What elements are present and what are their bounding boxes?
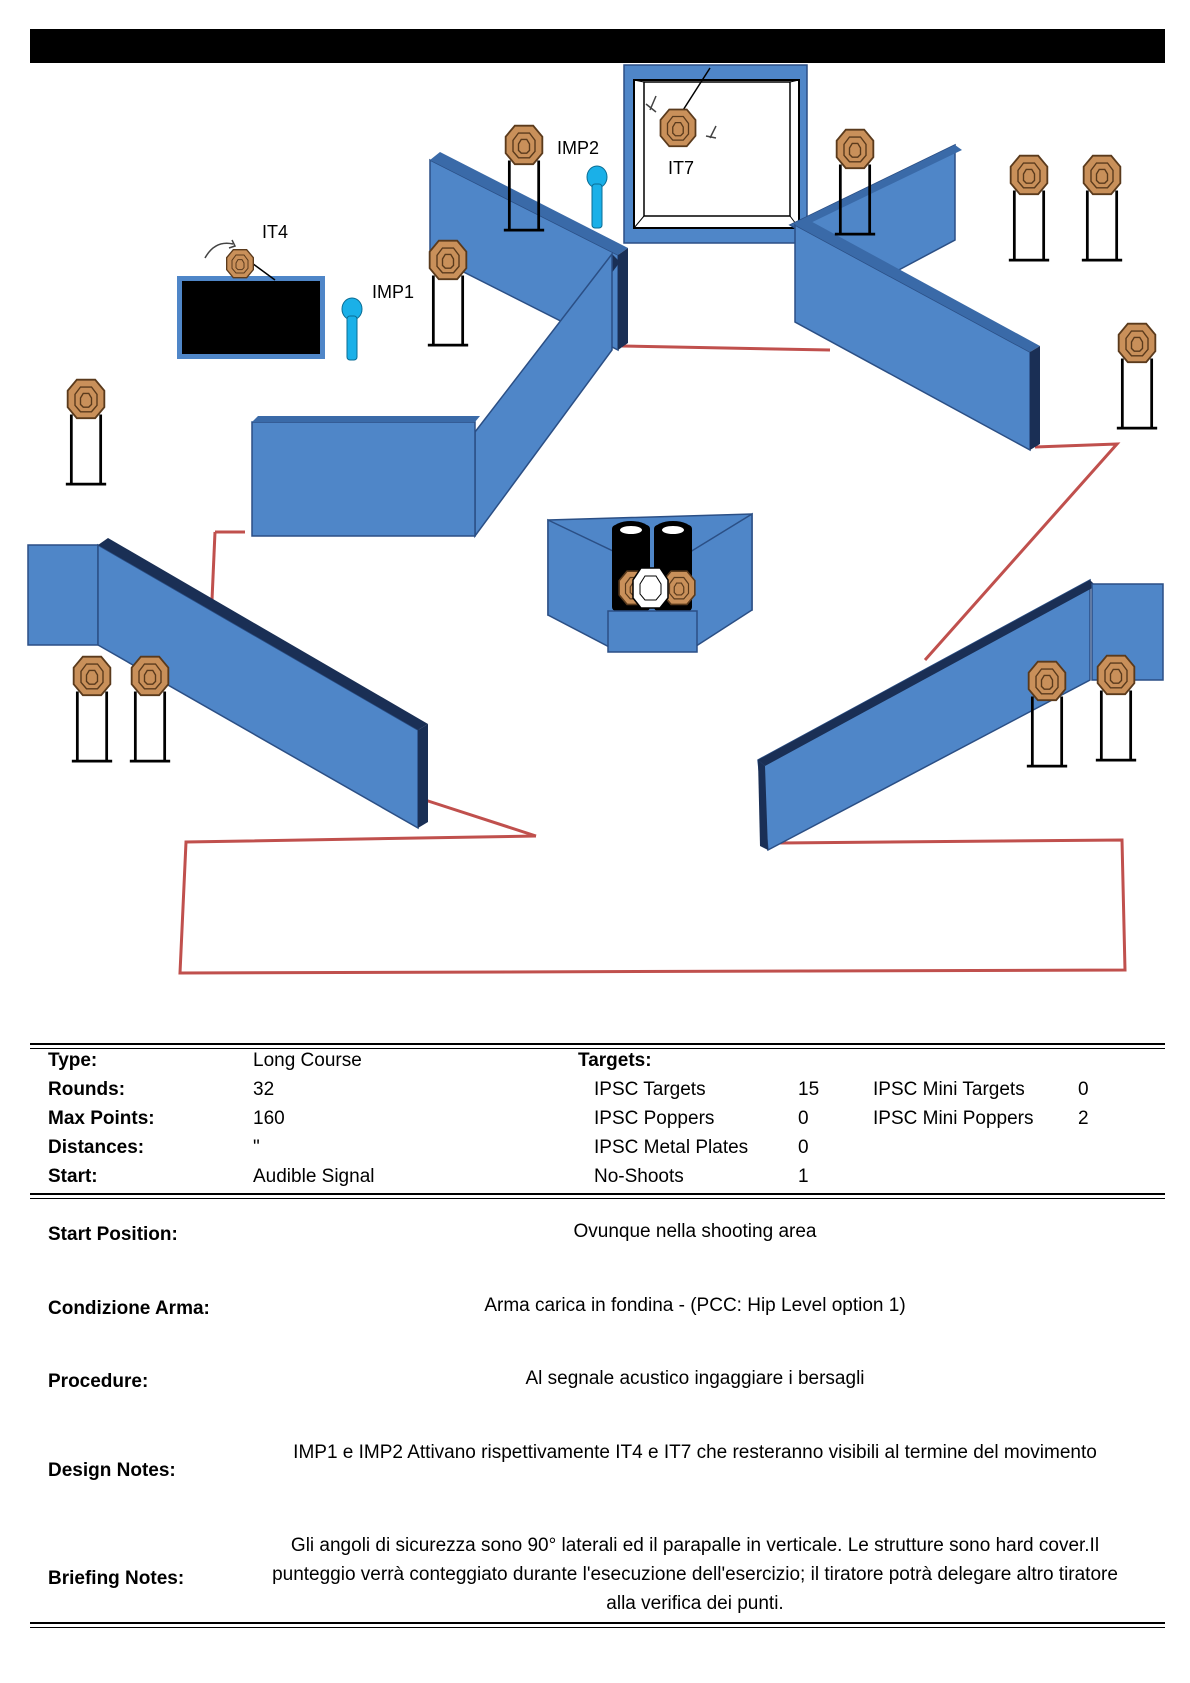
procedure-value: Al segnale acustico ingaggiare i bersagl…: [525, 1368, 865, 1389]
target-name: IPSC Targets: [594, 1079, 706, 1100]
target-stand: [1007, 154, 1051, 262]
it7-target: [659, 108, 697, 148]
target-stand: [128, 655, 172, 763]
rule-mid-1: [30, 1193, 1165, 1195]
it7-enclosure: [623, 64, 808, 244]
target-count: 1: [798, 1166, 809, 1187]
procedure-label: Procedure:: [48, 1371, 149, 1392]
rule-top-2: [30, 1048, 1165, 1049]
stage-diagram: IT4 IT7 IMP1 IMP2: [27, 64, 1164, 975]
swing-arrow-icon: [204, 239, 237, 259]
target-stand: [426, 239, 470, 347]
target-count: 0: [798, 1108, 809, 1129]
rule-top-1: [30, 1043, 1165, 1045]
design-notes-value: IMP1 e IMP2 Attivano rispettivamente IT4…: [293, 1442, 1097, 1463]
start-position-value: Ovunque nella shooting area: [573, 1221, 817, 1242]
wall-upper-left: [429, 152, 628, 352]
distances-label: Distances:: [48, 1137, 145, 1158]
rule-bottom-2: [30, 1627, 1165, 1628]
targets-label: Targets:: [578, 1050, 652, 1071]
target-count: 0: [798, 1137, 809, 1158]
mini-target-count: 0: [1078, 1079, 1089, 1100]
label-it4: IT4: [262, 222, 288, 242]
target-stand: [1080, 154, 1124, 262]
label-it7: IT7: [668, 158, 694, 178]
start-value: Audible Signal: [253, 1166, 375, 1187]
label-imp2: IMP2: [557, 138, 599, 158]
no-shoot-target: [632, 567, 669, 609]
briefing-notes-label: Briefing Notes:: [48, 1568, 185, 1589]
wall-lower-left: [27, 538, 428, 830]
rounds-value: 32: [253, 1079, 275, 1100]
it4-enclosure: [177, 239, 325, 359]
target-stand: [64, 378, 108, 486]
wall-lower-right: [757, 578, 1164, 852]
target-stand: [1025, 660, 1069, 768]
max-points-value: 160: [253, 1108, 285, 1129]
it4-target: [226, 249, 254, 279]
distances-value: ": [253, 1137, 260, 1158]
swing-arrow-icon: [645, 95, 657, 113]
start-position-label: Start Position:: [48, 1224, 178, 1245]
fault-lines: [178, 344, 1127, 975]
mini-target-count: 2: [1078, 1108, 1089, 1129]
popper-imp2: [586, 165, 608, 229]
target-name: IPSC Metal Plates: [594, 1137, 749, 1158]
condizione-value: Arma carica in fondina - (PCC: Hip Level…: [484, 1295, 906, 1316]
target-name: No-Shoots: [594, 1166, 684, 1187]
stage-summary: Type: Long Course Rounds: 32 Max Points:…: [30, 1048, 1165, 1194]
rule-mid-2: [30, 1198, 1165, 1199]
start-label: Start:: [48, 1166, 98, 1187]
header-bar: [30, 29, 1165, 63]
target-count: 15: [798, 1079, 820, 1100]
mini-target-name: IPSC Mini Poppers: [873, 1108, 1034, 1129]
design-notes-label: Design Notes:: [48, 1460, 176, 1481]
wall-left-horizontal: [251, 416, 480, 537]
mini-target-name: IPSC Mini Targets: [873, 1079, 1025, 1100]
rule-bottom-1: [30, 1622, 1165, 1624]
max-points-label: Max Points:: [48, 1108, 155, 1129]
wall-upper-right: [788, 143, 1040, 452]
center-barrel-box: [547, 512, 753, 653]
condizione-label: Condizione Arma:: [48, 1298, 210, 1319]
target-stand: [1115, 322, 1159, 430]
popper-imp1: [341, 297, 363, 361]
target-name: IPSC Poppers: [594, 1108, 715, 1129]
target-stand: [70, 655, 114, 763]
type-label: Type:: [48, 1050, 98, 1071]
swing-arrow-icon: [705, 125, 717, 139]
label-imp1: IMP1: [372, 282, 414, 302]
briefing-notes-value: Gli angoli di sicurezza sono 90° lateral…: [272, 1535, 1118, 1614]
target-stand: [1094, 654, 1138, 762]
type-value: Long Course: [253, 1050, 362, 1071]
rounds-label: Rounds:: [48, 1079, 126, 1100]
